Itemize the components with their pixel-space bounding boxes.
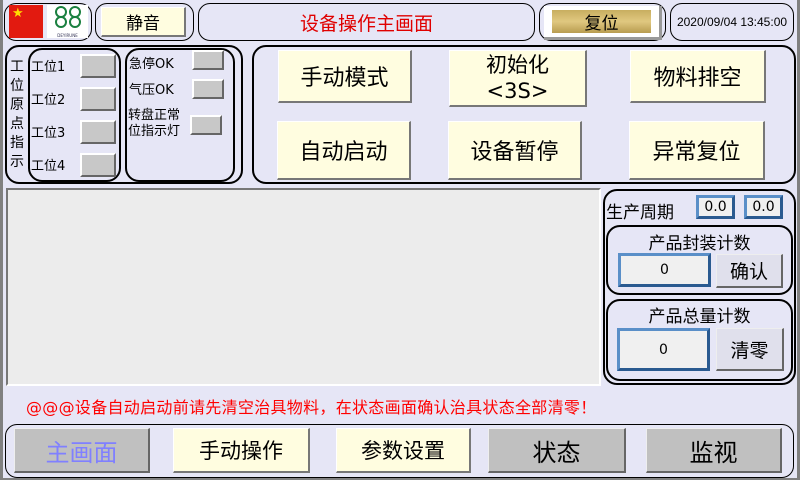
reset-button[interactable]: 复位: [544, 6, 662, 40]
china-flag-icon: ★: [9, 5, 43, 38]
nav-monitor[interactable]: 监视: [646, 428, 782, 473]
station-4-lamp: [80, 152, 116, 177]
control-panel: [252, 45, 796, 184]
station-list: 工位1 工位2 工位3 工位4: [31, 52, 116, 181]
air-pressure-ok-lamp: [192, 79, 224, 99]
station-4: 工位4: [31, 148, 116, 181]
station-label: 工位2: [31, 93, 66, 108]
station-label: 工位4: [31, 159, 66, 174]
cycle-value-2: 0.0: [744, 195, 783, 219]
page-title: 设备操作主画面: [198, 3, 535, 41]
initialize-button[interactable]: 初始化 <3S>: [449, 50, 587, 107]
logo-group: [4, 3, 92, 41]
auto-start-button[interactable]: 自动启动: [277, 121, 411, 180]
manual-mode-button[interactable]: 手动模式: [278, 50, 412, 103]
origin-panel-title: 工位原点指示: [10, 59, 24, 170]
nav-manual-operation[interactable]: 手动操作: [173, 428, 310, 473]
station-label: 工位3: [31, 126, 66, 141]
cycle-value-1: 0.0: [696, 195, 735, 219]
station-3: 工位3: [31, 115, 116, 148]
total-count-group: [606, 299, 793, 381]
mute-group: [95, 3, 194, 41]
package-count-group: [606, 225, 793, 295]
station-label: 工位1: [31, 60, 66, 75]
fault-reset-button[interactable]: 异常复位: [629, 121, 765, 180]
station-group: [28, 48, 121, 182]
pause-button[interactable]: 设备暂停: [448, 121, 582, 180]
status-group: [125, 48, 235, 182]
reset-label: 复位: [552, 10, 651, 34]
air-pressure-ok-label: 气压OK: [129, 83, 174, 98]
package-count-label: 产品封装计数: [648, 234, 751, 254]
nav-main-screen[interactable]: 主画面: [14, 428, 150, 473]
estop-ok-label: 急停OK: [129, 57, 174, 72]
confirm-button[interactable]: 确认: [716, 254, 783, 288]
total-count-value: 0: [617, 328, 710, 371]
station-2: 工位2: [31, 82, 116, 115]
reset-group: [539, 3, 666, 41]
turntable-position-lamp: [190, 115, 222, 135]
indicator-panel: [5, 45, 243, 184]
estop-ok-lamp: [192, 50, 224, 70]
nav-parameter-settings[interactable]: 参数设置: [336, 428, 471, 473]
bottom-nav: [5, 424, 794, 478]
turntable-position-label: 转盘正常位指示灯: [128, 108, 181, 139]
datetime-display: 2020/09/04 13:45:00: [670, 3, 794, 41]
station-1: 工位1: [31, 49, 116, 82]
production-panel: [603, 189, 796, 385]
warning-message: @@@设备自动启动前请先清空治具物料，在状态画面确认治具状态全部清零！: [26, 398, 597, 417]
clear-button[interactable]: 清零: [716, 328, 784, 371]
cycle-label: 生产周期: [606, 203, 674, 223]
company-logo-icon: DEYIRUNE: [47, 5, 88, 38]
station-1-lamp: [80, 53, 116, 78]
package-count-value: 0: [618, 253, 711, 287]
material-empty-button[interactable]: 物料排空: [630, 50, 766, 103]
station-3-lamp: [80, 119, 116, 144]
nav-status[interactable]: 状态: [488, 428, 626, 473]
station-2-lamp: [80, 86, 116, 111]
message-display: [6, 188, 601, 386]
total-count-label: 产品总量计数: [648, 307, 751, 327]
mute-button[interactable]: 静音: [101, 7, 186, 37]
